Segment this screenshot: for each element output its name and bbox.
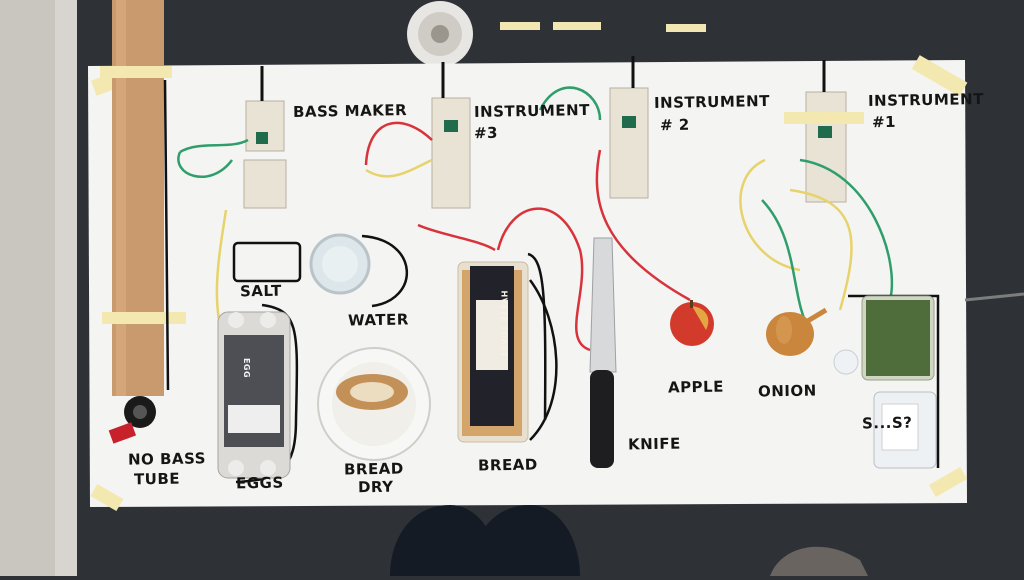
- label-water: WATER: [347, 310, 410, 330]
- edge-cable: [964, 292, 1024, 302]
- cable-reel: [407, 1, 473, 67]
- label-bread-dry-2: DRY: [357, 477, 394, 497]
- water-outline: [361, 234, 409, 308]
- label-knife: KNIFE: [627, 434, 681, 454]
- door-frame: [55, 0, 77, 576]
- bowl-dry-bread: [317, 347, 431, 461]
- far-tape-2: [553, 22, 601, 30]
- clip: [833, 349, 859, 375]
- label-instrument-1: INSTRUMENT: [867, 89, 984, 111]
- water-glass: [309, 233, 371, 295]
- label-salt: SALT: [239, 281, 282, 301]
- label-instrument-3-num: #3: [473, 123, 499, 143]
- label-onion: ONION: [757, 381, 817, 401]
- onion: [766, 307, 828, 356]
- label-instrument-1-num: #1: [871, 112, 897, 132]
- tape-corner-br: [928, 466, 968, 498]
- egg-carton: [217, 311, 291, 479]
- label-tube: TUBE: [133, 469, 181, 489]
- breadboard-bass: [243, 66, 287, 209]
- salt-outline: [232, 241, 302, 283]
- tape-corner-tr: [911, 55, 968, 97]
- breadboard-2: [609, 56, 649, 199]
- label-apple: APPLE: [667, 377, 725, 397]
- cardboard-tube: [100, 0, 186, 396]
- label-no-bass: NO BASS: [127, 449, 207, 469]
- label-bread-dry-1: BREAD: [343, 459, 404, 479]
- breadboard-1: [784, 60, 864, 203]
- breadboard-3: [431, 62, 471, 209]
- sprouts-box: [861, 295, 937, 469]
- label-instrument-3: INSTRUMENT: [473, 100, 590, 122]
- label-instrument-2-num: # 2: [659, 115, 690, 135]
- far-tape-3: [666, 24, 706, 32]
- knife: [589, 237, 617, 468]
- bread-packaging-text: HVETE TOAST: [499, 290, 509, 358]
- label-instrument-2: INSTRUMENT: [653, 91, 770, 113]
- tape-corner-bl: [90, 483, 124, 512]
- label-bread: BREAD: [477, 455, 538, 475]
- label-eggs: EGGS: [235, 473, 284, 493]
- egg-packaging-text: EGG: [242, 357, 252, 379]
- label-bass-maker: BASS MAKER: [292, 101, 408, 121]
- apple: [670, 300, 714, 346]
- label-sprouts: S...S?: [861, 413, 913, 433]
- far-tape-1: [500, 22, 540, 30]
- feet: [390, 505, 868, 576]
- bread-loaf: [457, 261, 529, 443]
- bread-outline: [527, 252, 547, 421]
- speaker-module: [108, 396, 156, 444]
- wires: [177, 86, 894, 441]
